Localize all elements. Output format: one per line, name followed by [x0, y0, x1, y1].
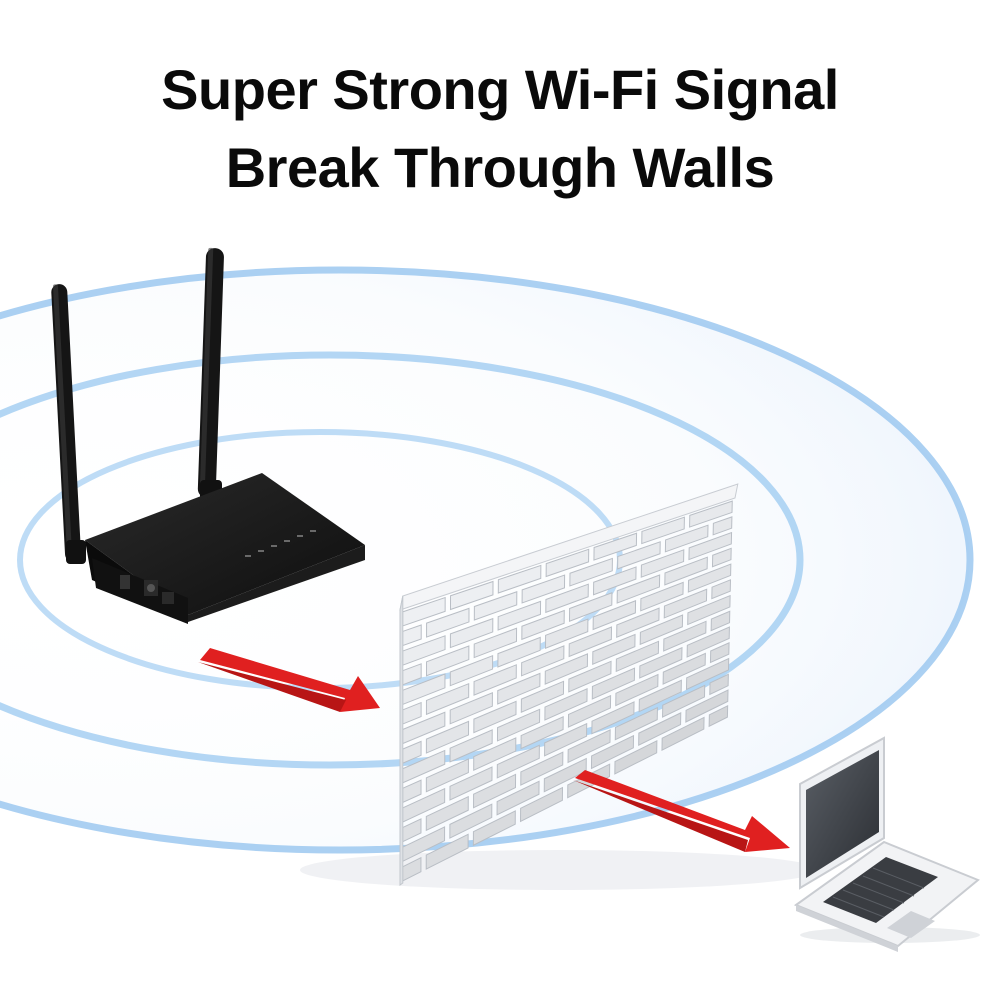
- signal-ring-outer: [0, 266, 974, 854]
- brick-wall-icon: [399, 483, 739, 886]
- wall-brick: [425, 795, 469, 832]
- wall-brick: [497, 600, 542, 631]
- wall-brick: [521, 645, 565, 677]
- wall-brick: [545, 548, 590, 578]
- wall-brick: [664, 524, 709, 553]
- wall-brick: [473, 591, 518, 621]
- wall-brick: [615, 673, 659, 707]
- wall-brick: [708, 704, 729, 728]
- wall-brick: [473, 627, 518, 659]
- signal-ring-middle: [0, 351, 804, 769]
- wall-brick: [497, 564, 542, 594]
- wall-brick: [639, 646, 683, 679]
- wall-brick: [615, 640, 660, 673]
- wall-brick: [614, 740, 658, 775]
- signal-arrow-icon: [198, 648, 790, 852]
- wall-brick: [521, 609, 565, 641]
- wall-brick: [664, 556, 708, 586]
- wall-brick: [710, 610, 731, 632]
- wall-brick: [567, 694, 612, 728]
- wall-brick: [569, 557, 613, 587]
- wall-brick: [449, 580, 494, 611]
- wall-brick: [426, 607, 470, 638]
- wall-brick: [663, 588, 708, 619]
- wall-brick: [688, 531, 733, 561]
- wall-brick: [590, 734, 635, 770]
- wall-brick: [638, 712, 682, 747]
- wall-brick: [689, 500, 733, 528]
- wall-brick: [520, 751, 564, 786]
- wall-brick: [545, 583, 589, 614]
- wall-brick: [425, 720, 470, 754]
- wall-brick: [520, 786, 564, 823]
- wall-brick: [544, 722, 588, 757]
- wall-brick: [591, 701, 635, 735]
- wall-brick: [449, 803, 493, 839]
- wall-brick: [638, 679, 682, 713]
- wall-brick: [662, 684, 706, 718]
- wall-brick: [449, 617, 494, 649]
- wall-brick: [616, 574, 661, 604]
- wall-brick: [521, 574, 566, 604]
- wall-brick: [568, 592, 613, 622]
- wall-brick: [591, 667, 636, 700]
- wall-brick: [544, 688, 588, 721]
- wall-brick: [496, 708, 541, 742]
- wall-brick: [685, 657, 730, 691]
- wall-brick: [473, 773, 517, 809]
- wall-brick: [496, 780, 540, 816]
- wall-brick: [592, 633, 636, 665]
- wall-brick: [617, 541, 661, 570]
- wall-brick: [568, 626, 613, 658]
- wall-brick: [496, 744, 540, 779]
- wall-brick: [449, 692, 493, 725]
- wall-brick: [641, 516, 685, 545]
- headline-line-2: Break Through Walls: [225, 136, 775, 199]
- wall-brick: [712, 516, 733, 536]
- wall-brick: [473, 700, 517, 734]
- wall-brick: [709, 642, 730, 664]
- wall-brick: [568, 660, 612, 693]
- wall-brick: [614, 706, 658, 741]
- wall-brick: [711, 547, 732, 568]
- wall-brick: [473, 664, 517, 696]
- wall-brick: [593, 532, 638, 561]
- laptop-icon: [793, 736, 980, 952]
- wall-brick: [686, 626, 730, 658]
- wall-brick: [544, 653, 589, 685]
- wall-brick: [520, 680, 565, 713]
- wall-brick: [711, 579, 732, 600]
- wall-brick: [449, 729, 493, 763]
- wall-brick: [639, 614, 684, 646]
- wall-brick: [567, 729, 611, 764]
- wall-brick: [593, 566, 637, 596]
- wall-brick: [472, 810, 516, 847]
- wall-brick: [425, 833, 469, 870]
- wall-brick: [497, 636, 541, 668]
- wall-brick: [497, 672, 541, 705]
- wall-brick: [425, 758, 469, 793]
- wall-brick: [425, 645, 470, 677]
- wall-brick: [520, 715, 564, 750]
- wall-brick: [640, 549, 685, 578]
- wall-brick: [685, 689, 729, 723]
- wifi-router-icon: [51, 247, 365, 624]
- wall-brick: [473, 737, 517, 771]
- headline-line-1: Super Strong Wi-Fi Signal: [161, 58, 839, 121]
- wall-brick: [449, 766, 493, 801]
- wall-brick: [663, 620, 707, 652]
- wall-brick: [449, 654, 494, 687]
- wall-brick: [662, 652, 706, 685]
- wall-brick: [425, 682, 470, 716]
- wall-brick: [544, 618, 589, 649]
- wall-brick: [592, 599, 637, 631]
- wall-brick: [661, 716, 705, 751]
- wall-brick: [640, 581, 684, 612]
- wall-brick: [687, 594, 731, 626]
- wall-brick: [687, 563, 732, 593]
- wall-brick: [616, 607, 660, 638]
- wall-brick: [709, 673, 729, 696]
